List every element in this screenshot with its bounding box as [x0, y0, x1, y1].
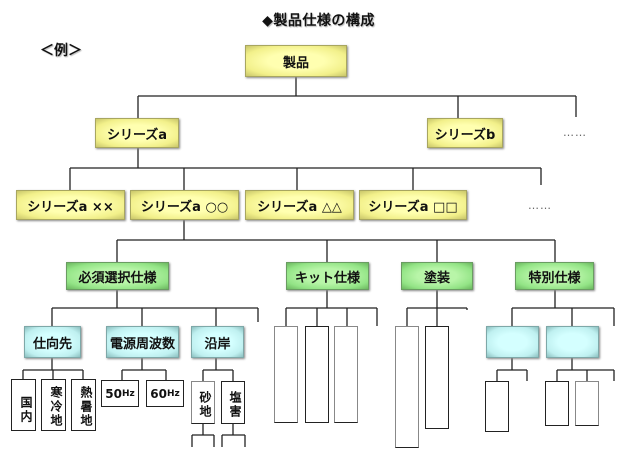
node-special-grandchild-2: [545, 381, 569, 426]
node-series-b: シリーズb: [427, 118, 503, 148]
connector-kit: [285, 290, 378, 326]
connector-root: [137, 77, 577, 118]
node-special-placeholder-2: [546, 326, 599, 358]
node-power-frequency: 電源周波数: [106, 326, 179, 358]
node-destination: 仕向先: [24, 326, 81, 358]
connector-special: [511, 290, 615, 326]
connector-frequency: [121, 358, 167, 380]
connector-series-a: [69, 148, 542, 190]
node-subseries-triangle: シリーズa △△: [245, 190, 354, 220]
example-label: ＜例＞: [40, 43, 82, 59]
connector-destination: [22, 358, 84, 379]
freq-50-unit: Hz: [121, 388, 135, 399]
node-sand: 砂地: [191, 381, 215, 424]
node-hot-region: 熱暑地: [71, 379, 96, 431]
node-subseries-xx: シリーズa ××: [16, 190, 125, 220]
freq-60-unit: Hz: [166, 388, 180, 399]
connector-special-sub2: [556, 358, 615, 381]
diagram-title: ◆製品仕様の構成: [262, 13, 375, 29]
node-paint-child-2: [425, 326, 449, 429]
connector-required: [51, 290, 259, 326]
node-series-a: シリーズa: [95, 118, 179, 148]
node-coastal: 沿岸: [191, 326, 244, 358]
connector-sand: [191, 424, 215, 447]
node-required-spec: 必須選択仕様: [66, 262, 169, 290]
node-paint: 塗装: [401, 262, 473, 290]
freq-50-number: 50: [105, 386, 122, 401]
node-product: 製品: [245, 45, 347, 77]
node-domestic: 国内: [11, 379, 36, 431]
node-special-spec: 特別仕様: [515, 262, 594, 290]
node-kit-spec: キット仕様: [286, 262, 369, 290]
node-special-grandchild-1: [485, 381, 509, 432]
more-series-ellipsis: ……: [563, 126, 587, 139]
node-cold-region: 寒冷地: [41, 379, 66, 431]
node-kit-child-3: [334, 326, 358, 423]
node-salt-damage: 塩害: [221, 381, 245, 424]
connector-special-sub1: [496, 358, 528, 381]
node-paint-child-1: [395, 326, 419, 448]
connector-coastal: [202, 358, 234, 381]
connector-paint: [406, 290, 468, 326]
more-subseries-ellipsis: ……: [528, 199, 552, 212]
node-special-grandchild-3: [575, 381, 599, 426]
node-kit-child-1: [274, 326, 298, 423]
freq-60-number: 60: [150, 386, 167, 401]
connector-subseries-oo: [116, 220, 556, 262]
node-special-placeholder-1: [486, 326, 539, 358]
node-subseries-oo: シリーズa ○○: [130, 190, 239, 220]
node-kit-child-2: [305, 326, 329, 423]
connector-salt: [221, 424, 246, 447]
node-subseries-square: シリーズa □□: [359, 190, 467, 220]
